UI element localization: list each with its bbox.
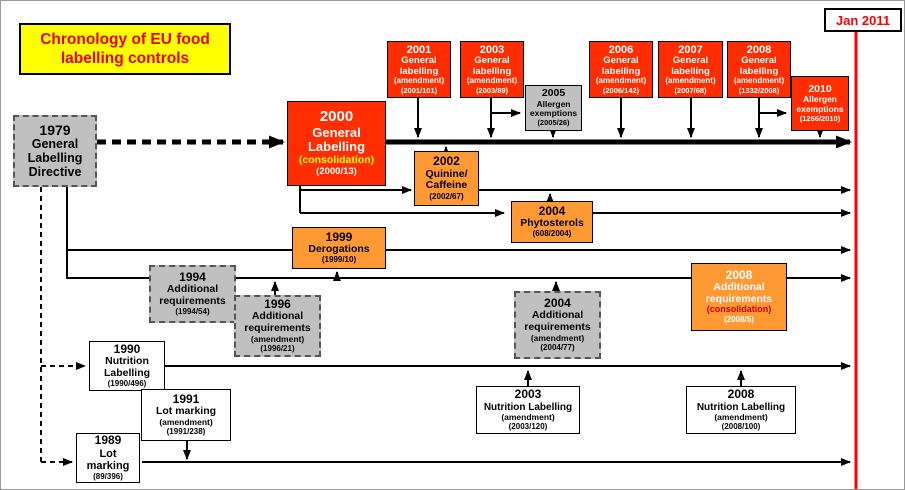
node-label: Nutrition Labelling — [103, 355, 151, 379]
node-year: 2006 — [608, 44, 634, 56]
node-2005-allergen-exemptions: 2005 Allergen exemptions (2005/26) — [525, 85, 582, 131]
node-label: Lot marking — [155, 405, 217, 418]
node-ref: (2003/120) — [508, 421, 548, 431]
node-ref: (2008/5) — [724, 315, 754, 325]
node-ref: (2005/26) — [537, 118, 570, 128]
node-2001-general-labelling-amendment: 2001 General labelling (amendment) (2001… — [387, 41, 451, 98]
node-2006-general-labelling-amendment: 2006 General labelling (amendment) (2006… — [589, 41, 653, 98]
node-year: 2003 — [514, 387, 542, 402]
node-year: 1994 — [179, 269, 206, 284]
node-ref: (2001/101) — [400, 85, 438, 95]
node-1994-additional-requirements: 1994 Additional requirements (1994/54) — [149, 265, 236, 323]
node-year: 2008 — [727, 387, 755, 402]
node-ref: (1994/54) — [175, 307, 210, 317]
node-label: Derogations — [308, 242, 370, 255]
node-2004-phytosterols: 2004 Phytosterols (608/2004) — [511, 201, 593, 243]
node-label: General labelling — [472, 55, 512, 77]
node-subnote: (amendment) — [466, 75, 518, 85]
node-label: Additional requirements — [244, 310, 311, 335]
node-ref: (1266/2010) — [799, 113, 841, 123]
node-2003-general-labelling-amendment: 2003 General labelling (amendment) (2003… — [460, 41, 524, 98]
node-ref: (89/396) — [93, 471, 123, 481]
node-1996-additional-requirements-amendment: 1996 Additional requirements (amendment)… — [234, 295, 321, 357]
node-1979-general-labelling-directive: 1979 General Labelling Directive — [13, 115, 97, 187]
node-2004-additional-requirements-amendment: 2004 Additional requirements (amendment)… — [514, 291, 601, 359]
node-ref: (608/2004) — [532, 229, 572, 239]
node-year: 1989 — [94, 433, 122, 448]
node-ref: (1332/2008) — [738, 85, 780, 95]
node-label: General labelling — [739, 55, 779, 77]
node-subnote: (amendment) — [250, 333, 305, 344]
node-year: 2008 — [746, 44, 772, 56]
node-2003-nutrition-labelling-amendment: 2003 Nutrition Labelling (amendment) (20… — [476, 386, 580, 434]
node-1991-lot-marking-amendment: 1991 Lot marking (amendment) (1991/238) — [141, 389, 231, 441]
node-label: Additional requirements — [159, 283, 226, 307]
node-year: 1996 — [264, 297, 291, 312]
node-year: 2007 — [678, 44, 703, 56]
node-label: Nutrition Labelling — [696, 401, 786, 413]
node-year: 2008 — [725, 268, 753, 283]
node-label: Additional requirements — [705, 281, 773, 305]
node-ref: (1996/21) — [260, 343, 295, 353]
node-ref: (2000/13) — [316, 166, 357, 178]
diagram-title: Chronology of EU food labelling controls — [19, 23, 231, 75]
node-ref: (2002/67) — [429, 191, 464, 201]
node-year: 2004 — [544, 296, 571, 311]
node-year: 2002 — [433, 154, 460, 169]
node-label: General labelling — [601, 55, 641, 77]
node-subnote: (amendment) — [501, 411, 555, 422]
node-subnote: (amendment) — [530, 332, 585, 343]
node-2010-allergen-exemptions: 2010 Allergen exemptions (1266/2010) — [791, 76, 849, 131]
node-year: 1990 — [113, 341, 141, 356]
node-ref: (2003/89) — [475, 85, 509, 95]
node-label: Quinine/ Caffeine — [425, 167, 468, 192]
node-subnote: (amendment) — [665, 75, 716, 85]
node-subnote: (consolidation) — [298, 153, 375, 166]
node-ref: (2007/68) — [674, 85, 707, 95]
node-year: 2004 — [538, 203, 566, 218]
node-1999-derogations: 1999 Derogations (1999/10) — [292, 227, 386, 269]
node-label: Allergen exemptions — [529, 98, 578, 119]
node-label: General Labelling Directive — [27, 137, 83, 179]
node-1989-lot-marking: 1989 Lot marking (89/396) — [76, 433, 140, 483]
node-2000-general-labelling-consolidation: 2000 General Labelling (consolidation) (… — [287, 101, 386, 186]
node-label: Phytosterols — [520, 216, 584, 229]
node-ref: (2008/100) — [721, 421, 761, 431]
node-ref: (1999/10) — [321, 255, 357, 265]
end-date-marker: Jan 2011 — [824, 8, 902, 32]
node-label: Allergen exemptions — [796, 94, 844, 114]
node-label: Additional requirements — [524, 309, 591, 334]
node-ref: (2006/142) — [602, 85, 640, 95]
node-2007-general-labelling-amendment: 2007 General labelling (amendment) (2007… — [658, 41, 723, 98]
node-subnote: (amendment) — [393, 75, 445, 85]
node-year: 1991 — [172, 392, 200, 407]
node-year: 2001 — [406, 44, 432, 56]
node-label: Lot marking — [86, 447, 130, 472]
node-subnote: (consolidation) — [706, 304, 772, 315]
node-label: General labelling — [399, 55, 439, 77]
node-label: Nutrition Labelling — [483, 401, 573, 413]
node-year: 1979 — [39, 121, 71, 138]
node-label: General Labelling — [307, 124, 366, 155]
node-2008-general-labelling-amendment: 2008 General labelling (amendment) (1332… — [727, 41, 791, 98]
node-year: 2000 — [319, 108, 354, 126]
node-ref: (2004/77) — [540, 342, 575, 352]
node-2008-nutrition-labelling-amendment: 2008 Nutrition Labelling (amendment) (20… — [686, 386, 796, 434]
node-year: 2005 — [541, 87, 566, 100]
node-2002-quinine-caffeine: 2002 Quinine/ Caffeine (2002/67) — [414, 151, 479, 206]
node-year: 2003 — [479, 44, 505, 56]
node-label: General labelling — [671, 55, 710, 77]
node-subnote: (amendment) — [714, 411, 768, 422]
node-ref: (1990/496) — [107, 379, 147, 389]
node-ref: (1991/238) — [166, 427, 206, 437]
node-1990-nutrition-labelling: 1990 Nutrition Labelling (1990/496) — [89, 341, 165, 391]
node-subnote: (amendment) — [159, 416, 213, 427]
node-subnote: (amendment) — [733, 75, 785, 85]
node-subnote: (amendment) — [595, 75, 647, 85]
node-year: 2010 — [808, 82, 832, 95]
node-2008-additional-requirements-consolidation: 2008 Additional requirements (consolidat… — [691, 263, 787, 331]
node-year: 1999 — [325, 229, 353, 244]
